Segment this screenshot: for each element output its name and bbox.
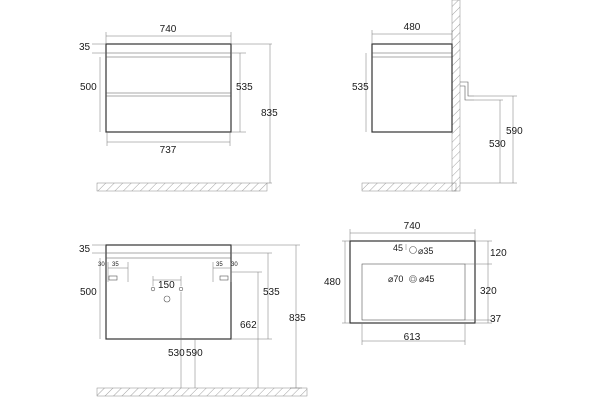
right-bracket xyxy=(219,275,229,281)
top-gap-37: 37 xyxy=(490,314,502,325)
floor-hatch xyxy=(96,387,308,397)
front-top-thickness: 35 xyxy=(79,42,91,53)
tap-hole xyxy=(409,246,417,254)
drain-hole-outer xyxy=(409,275,417,283)
left-bracket xyxy=(108,275,118,281)
drain-hole-inner xyxy=(410,276,416,282)
front-view: 740 35 500 535 835 737 xyxy=(79,24,278,192)
top-tap-diameter: ⌀35 xyxy=(418,246,433,256)
rear-top-thickness: 35 xyxy=(79,244,91,255)
top-view: 740 480 45 ⌀35 ⌀70 ⌀45 120 320 37 613 xyxy=(324,221,507,345)
wall-hatch xyxy=(451,0,461,192)
front-body-height: 535 xyxy=(236,82,253,93)
water-inlet-right xyxy=(178,286,184,292)
side-view: 480 535 590 530 xyxy=(352,0,523,192)
water-inlet-left xyxy=(150,286,156,292)
rear-drawer-height: 500 xyxy=(80,287,97,298)
side-drain-530: 530 xyxy=(489,139,506,150)
top-depth: 480 xyxy=(324,277,341,288)
top-tap-offset: 45 xyxy=(393,243,403,253)
top-gap-120: 120 xyxy=(490,248,507,259)
rear-left-mount-1: 30 xyxy=(98,262,105,268)
rear-drain-530: 530 xyxy=(168,348,185,359)
rear-total-height: 835 xyxy=(289,313,306,324)
cabinet-body xyxy=(105,244,232,340)
rear-view: 35 30 35 35 30 150 500 535 662 xyxy=(79,244,308,397)
floor-hatch xyxy=(96,182,268,192)
top-drain-diameter-2: ⌀45 xyxy=(419,274,434,284)
side-drain-590: 590 xyxy=(506,126,523,137)
side-depth: 480 xyxy=(404,22,421,33)
rear-drain-590: 590 xyxy=(186,348,203,359)
side-body-height: 535 xyxy=(352,82,369,93)
front-width-bottom: 737 xyxy=(160,145,177,156)
cabinet-body xyxy=(105,43,232,133)
rear-right-mount-1: 35 xyxy=(216,262,223,268)
drain-hole xyxy=(163,295,171,303)
top-bowl-depth: 320 xyxy=(480,286,497,297)
front-total-height: 835 xyxy=(261,108,278,119)
countertop-outline xyxy=(349,240,476,324)
rear-body-height: 535 xyxy=(263,287,280,298)
drain-pipe xyxy=(460,81,474,97)
front-width-top: 740 xyxy=(160,24,177,35)
basin-bowl xyxy=(361,263,466,321)
drain-pipe-inner xyxy=(460,85,474,101)
top-width: 740 xyxy=(404,221,421,232)
rear-pipe-offset: 150 xyxy=(158,280,175,291)
top-bowl-width: 613 xyxy=(404,332,421,343)
front-drawer-height: 500 xyxy=(80,82,97,93)
cabinet-body xyxy=(371,43,453,133)
top-drain-diameter-1: ⌀70 xyxy=(388,274,403,284)
rear-left-mount-2: 35 xyxy=(112,262,119,268)
rear-cutout-height: 662 xyxy=(240,320,257,331)
floor-hatch xyxy=(361,182,457,192)
rear-right-mount-2: 30 xyxy=(231,262,238,268)
